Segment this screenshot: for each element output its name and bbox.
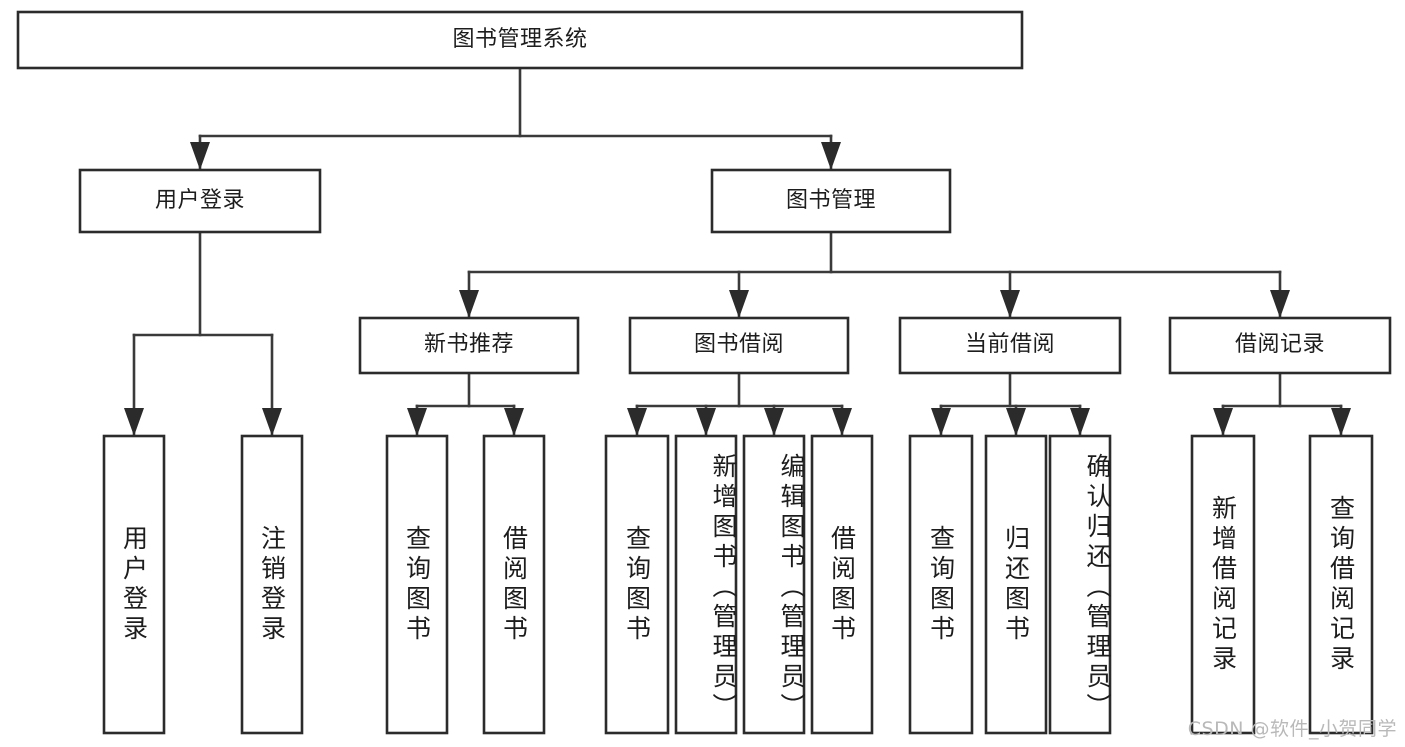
node-box-leaf-query-book-3[interactable] bbox=[908, 434, 974, 735]
arrowhead-icon bbox=[832, 408, 852, 436]
arrowhead-icon bbox=[729, 290, 749, 318]
node-box-l3-book-borrow[interactable] bbox=[628, 316, 850, 375]
arrowhead-icon bbox=[1270, 290, 1290, 318]
arrowhead-icon bbox=[190, 142, 210, 170]
node-box-root[interactable] bbox=[16, 10, 1024, 70]
arrowhead-icon bbox=[1213, 408, 1233, 436]
arrowhead-icon bbox=[696, 408, 716, 436]
node-box-leaf-borrow-book-1[interactable] bbox=[482, 434, 546, 735]
arrowhead-icon bbox=[1006, 408, 1026, 436]
arrowhead-icon bbox=[504, 408, 524, 436]
arrowhead-icon bbox=[262, 408, 282, 436]
arrowhead-icon bbox=[459, 290, 479, 318]
arrowhead-icon bbox=[1331, 408, 1351, 436]
arrowhead-icon bbox=[764, 408, 784, 436]
arrowhead-icon bbox=[627, 408, 647, 436]
node-box-leaf-return-book[interactable] bbox=[984, 434, 1048, 735]
arrowhead-icon bbox=[931, 408, 951, 436]
node-box-leaf-user-login[interactable] bbox=[102, 434, 166, 735]
arrowhead-icon bbox=[1000, 290, 1020, 318]
node-box-l3-current-borrow[interactable] bbox=[898, 316, 1122, 375]
arrowhead-icon bbox=[407, 408, 427, 436]
node-box-leaf-query-record[interactable] bbox=[1308, 434, 1374, 735]
node-box-leaf-query-book-1[interactable] bbox=[385, 434, 449, 735]
node-box-leaf-confirm-return[interactable] bbox=[1048, 434, 1112, 735]
node-box-l2-user-login[interactable] bbox=[78, 168, 322, 234]
node-box-leaf-edit-book[interactable] bbox=[742, 434, 806, 735]
node-box-leaf-borrow-book-2[interactable] bbox=[810, 434, 874, 735]
boxes-layer bbox=[16, 10, 1392, 735]
node-box-l3-borrow-record[interactable] bbox=[1168, 316, 1392, 375]
node-box-leaf-add-book[interactable] bbox=[674, 434, 738, 735]
connectors-layer bbox=[124, 66, 1351, 436]
node-box-leaf-query-book-2[interactable] bbox=[604, 434, 670, 735]
arrowhead-icon bbox=[821, 142, 841, 170]
arrowhead-icon bbox=[1070, 408, 1090, 436]
node-box-l2-book-mgmt[interactable] bbox=[710, 168, 952, 234]
node-box-l3-new-book-rec[interactable] bbox=[358, 316, 580, 375]
node-box-leaf-logout[interactable] bbox=[240, 434, 304, 735]
node-box-leaf-add-record[interactable] bbox=[1190, 434, 1256, 735]
arrowhead-icon bbox=[124, 408, 144, 436]
watermark: CSDN @软件_小贺同学 bbox=[1187, 718, 1397, 740]
